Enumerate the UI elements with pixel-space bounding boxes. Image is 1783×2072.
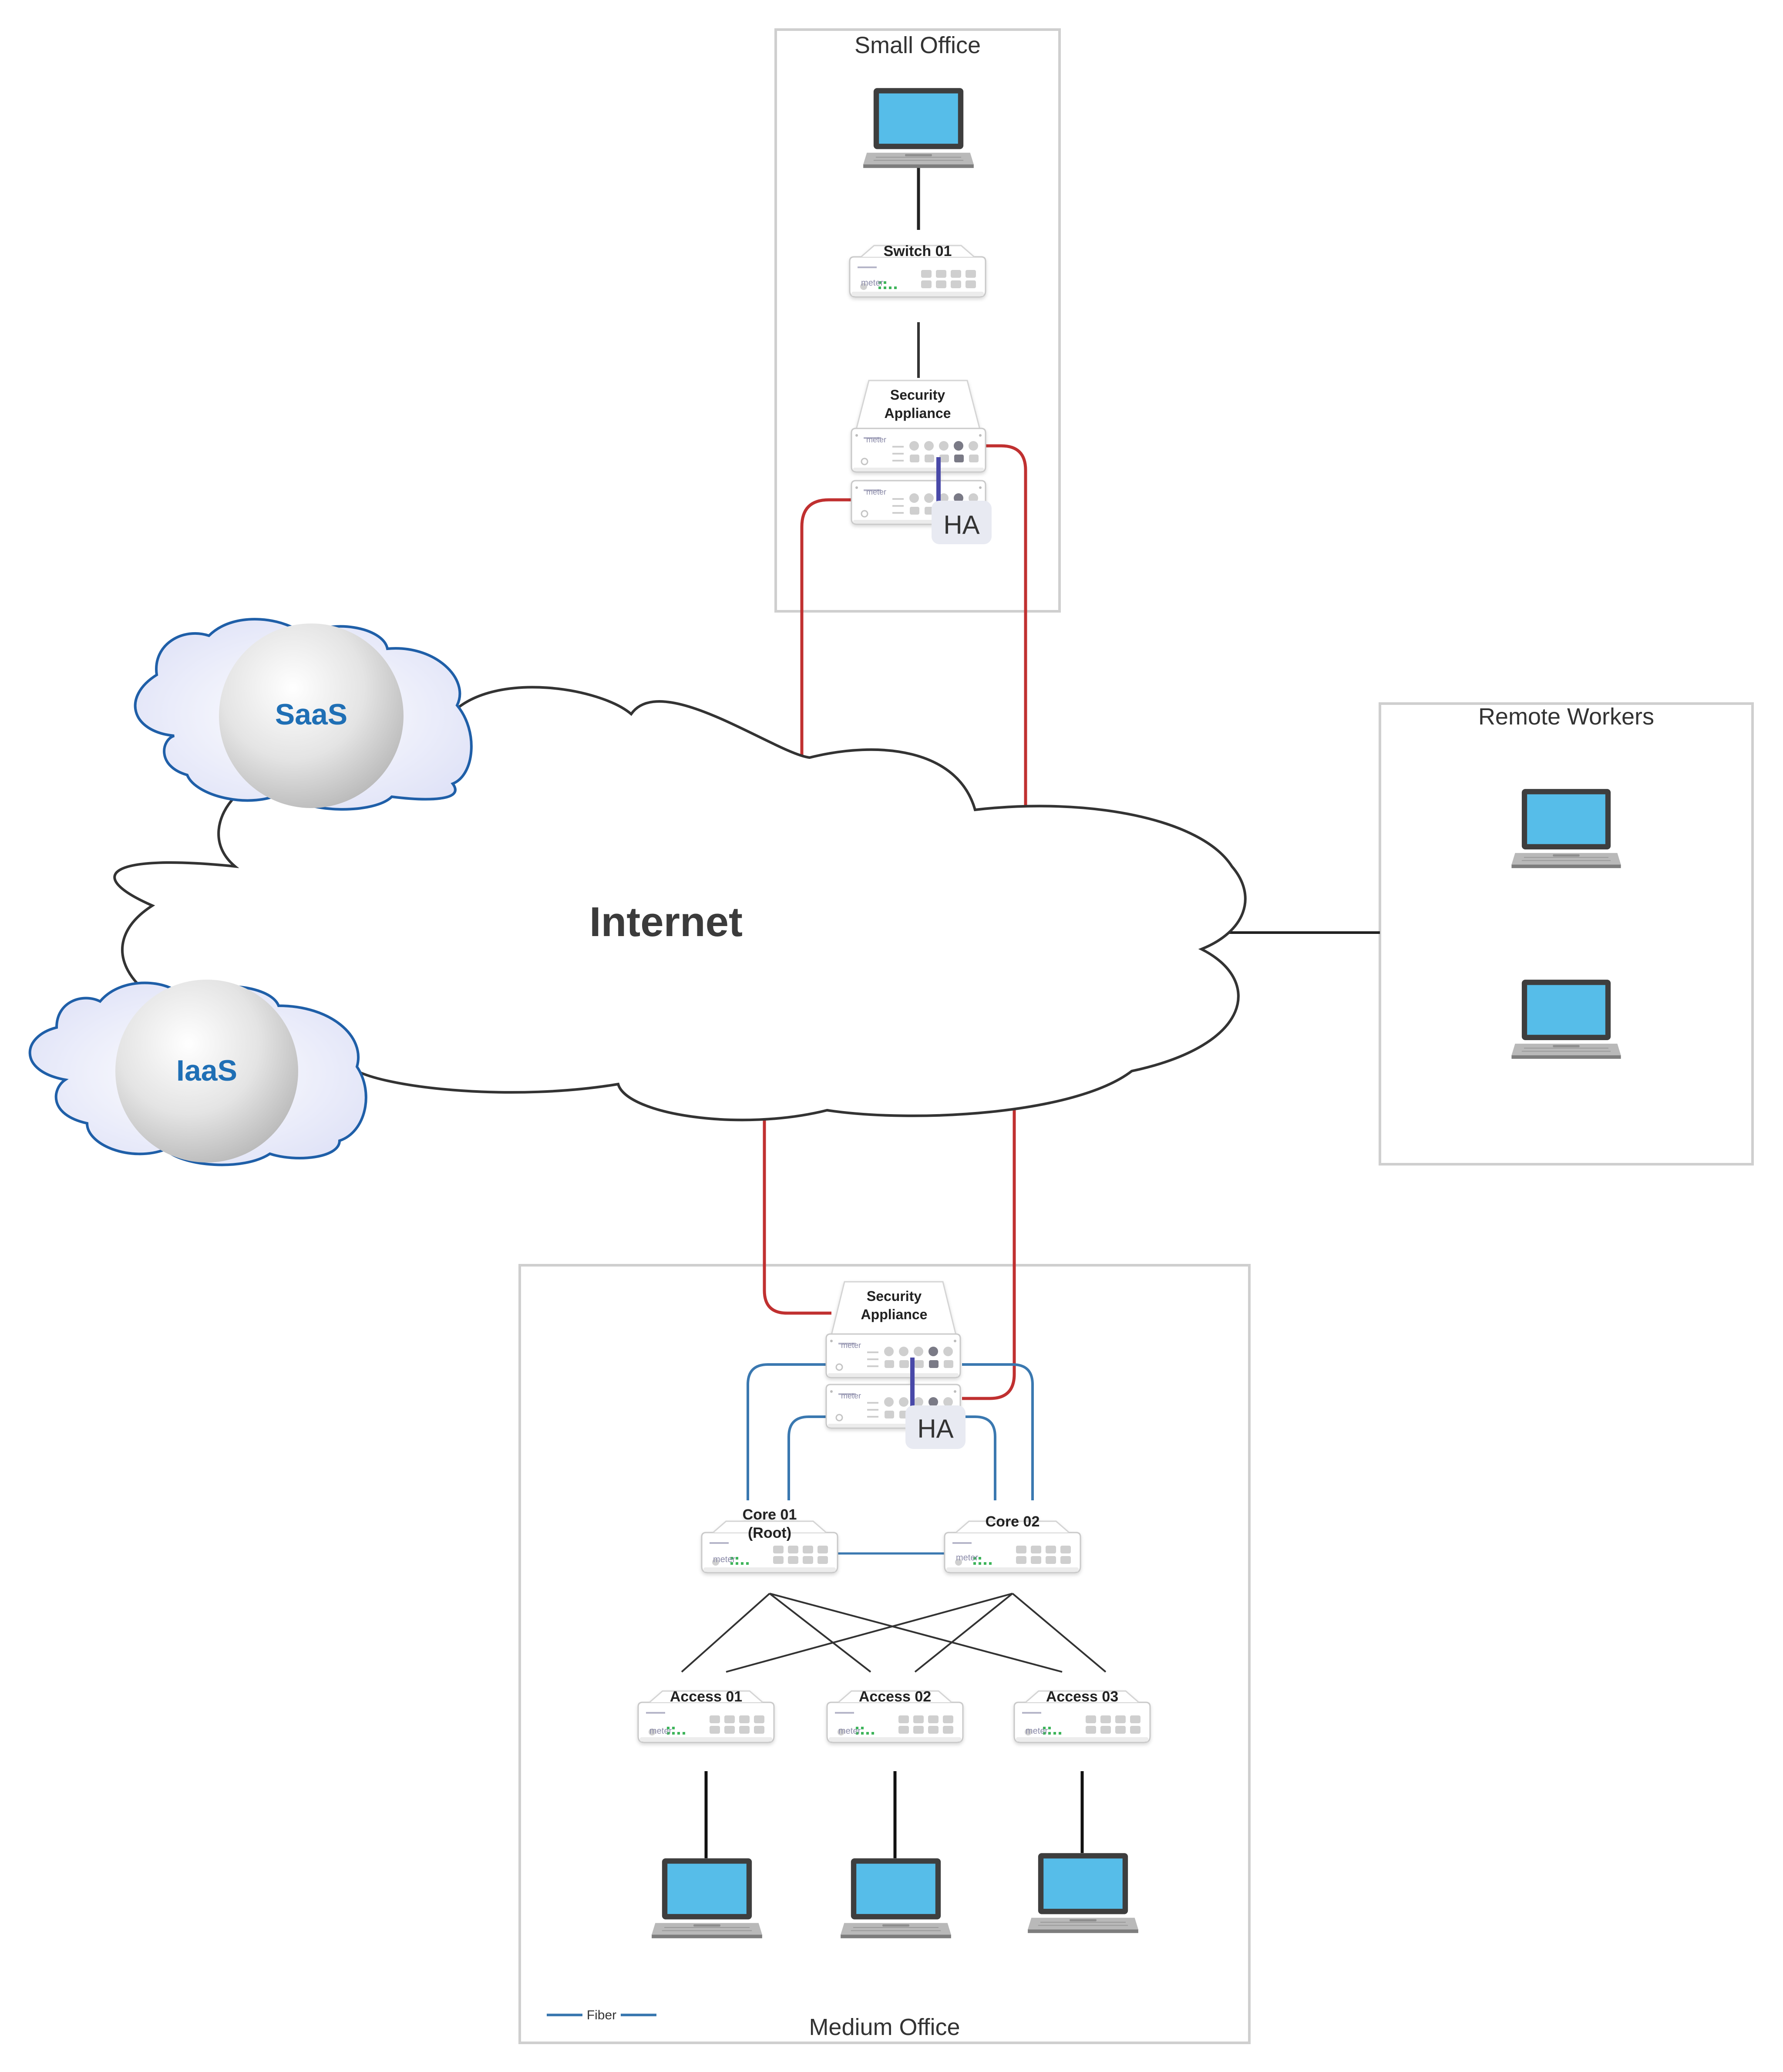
access-01-brand: meter bbox=[649, 1726, 672, 1736]
switch-01: Switch 01 meter bbox=[850, 243, 986, 297]
medium-sec-brand-2: meter bbox=[841, 1391, 861, 1400]
fiber-legend-label: Fiber bbox=[587, 2008, 616, 2022]
core-02: Core 02 meter bbox=[945, 1513, 1080, 1573]
small-office-laptop bbox=[863, 88, 974, 168]
access-01: Access 01 meter bbox=[638, 1688, 774, 1742]
medium-sec-label-line1: Security bbox=[867, 1288, 922, 1304]
medium-office-title: Medium Office bbox=[809, 2014, 960, 2040]
small-sec-label-line1: Security bbox=[890, 387, 945, 403]
core-01-label-line2: (Root) bbox=[748, 1525, 791, 1541]
core-01-label-line1: Core 01 bbox=[743, 1506, 797, 1523]
fiber-legend: Fiber bbox=[547, 2008, 656, 2022]
small-office-security-appliance: Security Appliance meter meter bbox=[851, 380, 986, 525]
saas-label: SaaS bbox=[275, 698, 347, 731]
remote-workers-title: Remote Workers bbox=[1478, 704, 1654, 730]
medium-laptop-1 bbox=[651, 1858, 763, 1939]
core-01-brand: meter bbox=[713, 1555, 735, 1564]
access-03: Access 03 meter bbox=[1014, 1688, 1150, 1742]
medium-laptop-2 bbox=[840, 1858, 952, 1939]
small-office-ha-badge: HA bbox=[932, 501, 992, 544]
small-sec-label-line2: Appliance bbox=[885, 405, 951, 421]
switch-01-brand: meter bbox=[861, 278, 883, 288]
medium-sec-brand-1: meter bbox=[841, 1341, 861, 1350]
medium-sec-label-line2: Appliance bbox=[861, 1307, 928, 1322]
small-sec-brand-2: meter bbox=[866, 488, 886, 496]
core-02-brand: meter bbox=[956, 1553, 978, 1563]
small-sec-brand-1: meter bbox=[866, 435, 886, 444]
medium-office-security-appliance: Security Appliance meter meter bbox=[825, 1281, 961, 1429]
access-03-brand: meter bbox=[1026, 1726, 1048, 1736]
iaas-label: IaaS bbox=[176, 1054, 237, 1087]
small-office-links bbox=[800, 165, 1027, 806]
small-office-title: Small Office bbox=[854, 32, 981, 58]
iaas-sphere bbox=[115, 980, 298, 1162]
small-ha-label: HA bbox=[943, 510, 979, 539]
remote-workers-box: Remote Workers bbox=[1379, 702, 1754, 1166]
core-01: Core 01 (Root) meter bbox=[702, 1506, 838, 1573]
medium-office-ha-badge: HA bbox=[905, 1405, 966, 1449]
saas-sphere bbox=[219, 623, 404, 808]
access-01-label: Access 01 bbox=[670, 1688, 742, 1705]
access-02-label: Access 02 bbox=[859, 1688, 931, 1705]
iaas-cloud: IaaS bbox=[28, 980, 367, 1166]
saas-cloud: SaaS bbox=[134, 618, 473, 811]
switch-01-label: Switch 01 bbox=[884, 243, 952, 259]
medium-laptop-3 bbox=[1027, 1853, 1139, 1934]
internet-label: Internet bbox=[589, 899, 743, 945]
access-02-brand: meter bbox=[838, 1726, 861, 1736]
access-03-label: Access 03 bbox=[1046, 1688, 1118, 1705]
access-02: Access 02 meter bbox=[827, 1688, 963, 1742]
remote-laptop-1 bbox=[1511, 788, 1622, 869]
core-02-label: Core 02 bbox=[986, 1513, 1040, 1530]
medium-ha-label: HA bbox=[917, 1414, 953, 1443]
remote-laptop-2 bbox=[1511, 979, 1622, 1059]
